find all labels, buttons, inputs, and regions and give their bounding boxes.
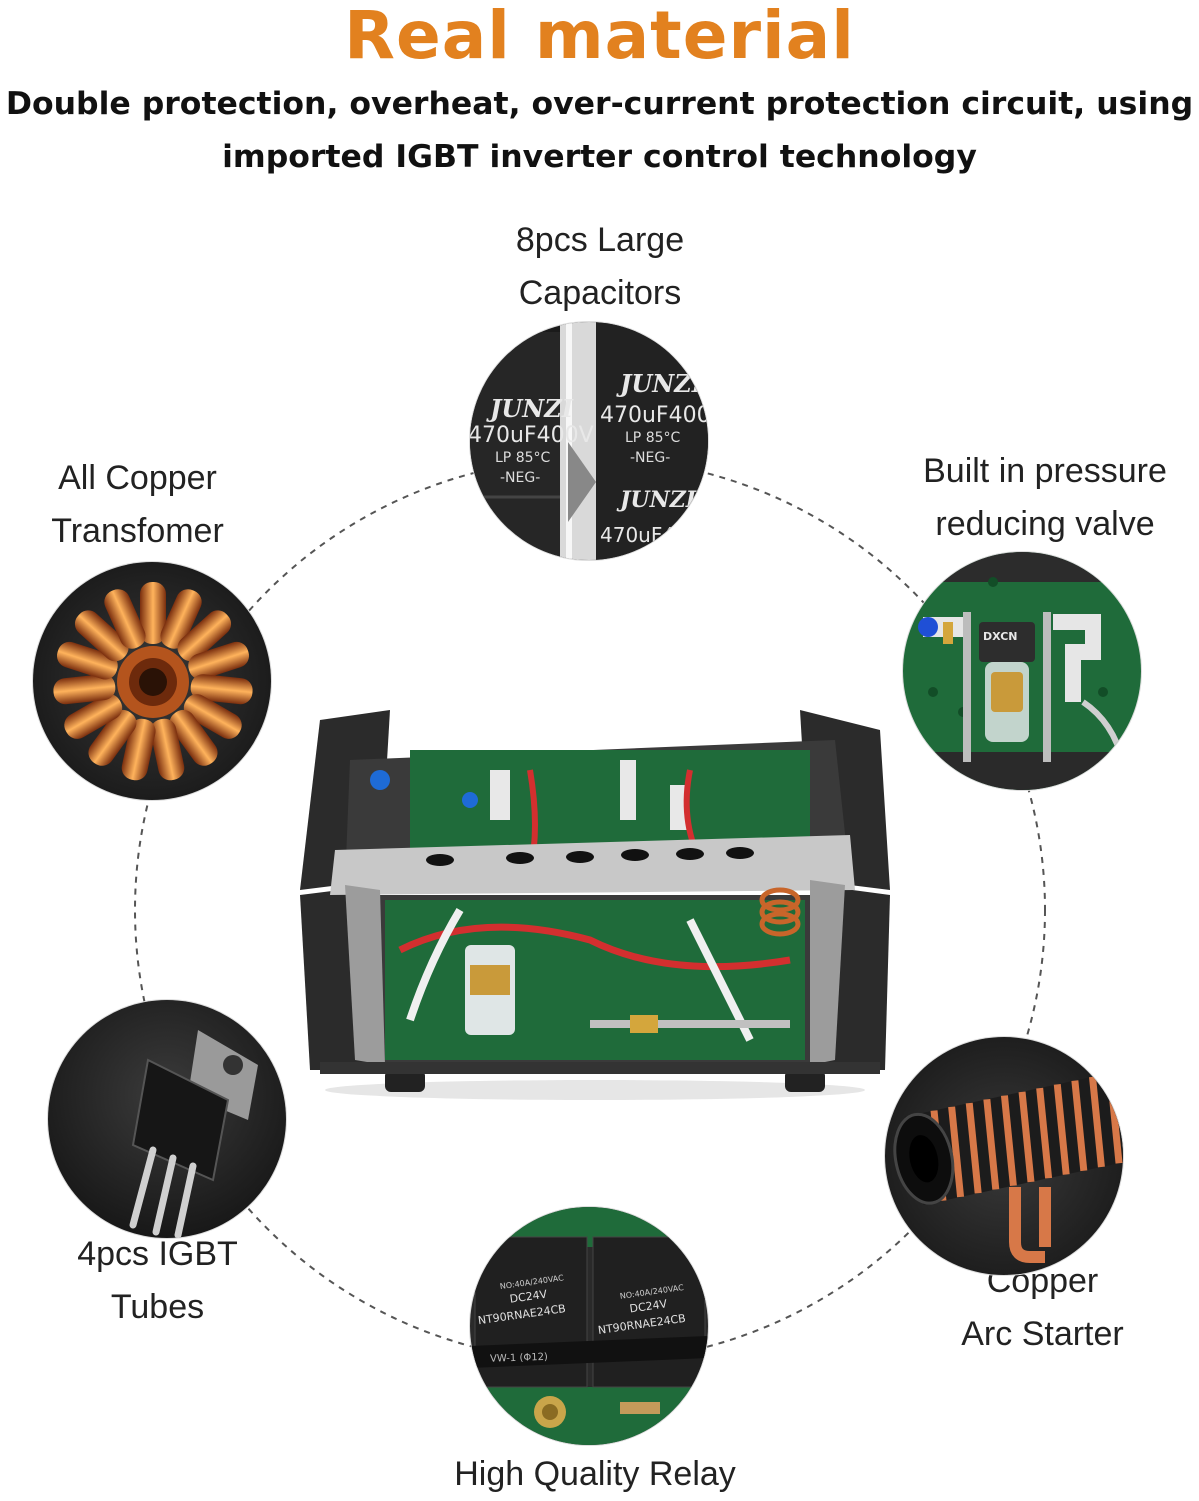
label-transformer: All Copper Transfomer (51, 459, 224, 550)
welder-machine-image (300, 710, 890, 1100)
capacitor-brand-left: JUNZI (486, 394, 574, 423)
page-subtitle: Double protection, overheat, over-curren… (0, 78, 1199, 184)
capacitors-bubble: JUNZI 470uF400V LP 85°C -NEG- JUNZI 470u… (470, 322, 708, 560)
arc-starter-bubble (885, 1037, 1123, 1275)
relay-voltage-left: DC24V (509, 1288, 549, 1306)
valve-bubble: DXCN (903, 552, 1141, 790)
subtitle-line-1: Double protection, overheat, over-curren… (5, 86, 1194, 122)
label-arc: Copper Arc Starter (961, 1262, 1124, 1353)
capacitor-spec-right: LP 85°C (625, 430, 681, 446)
igbt-bubble (48, 1000, 286, 1238)
relay-wire-print: VW-1 (Φ12) (490, 1352, 548, 1365)
capacitor-rating-left: 470uF400V (470, 423, 594, 448)
relay-bubble: NT90RNAE24CB DC24V NO:40A/240VAC NT90RNA… (470, 1207, 708, 1445)
label-capacitors: 8pcs Large Capacitors (515, 221, 685, 312)
capacitor-neg-right: -NEG- (630, 450, 670, 466)
valve-brand: DXCN (983, 630, 1018, 643)
transformer-bubble (33, 562, 271, 800)
capacitor-brand-lower: JUNZI (616, 487, 697, 513)
page-title: Real material (344, 0, 855, 74)
subtitle-line-2: imported IGBT inverter control technolog… (222, 139, 977, 175)
capacitor-neg-left: -NEG- (500, 470, 540, 486)
label-valve: Built in pressure reducing valve (923, 452, 1167, 543)
label-relay: High Quality Relay (454, 1455, 736, 1493)
capacitor-rating-right: 470uF400V (600, 403, 708, 428)
label-igbt: 4pcs IGBT Tubes (77, 1235, 238, 1326)
relay-voltage-right: DC24V (629, 1297, 669, 1315)
capacitor-spec-left: LP 85°C (495, 450, 551, 466)
